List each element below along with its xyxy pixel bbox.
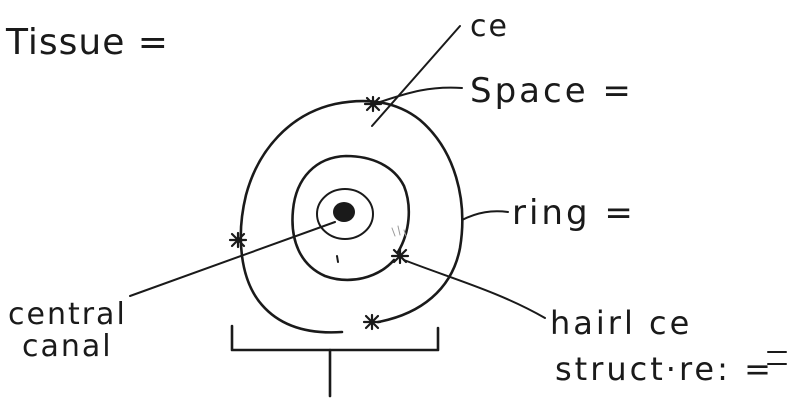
bracket (232, 326, 438, 350)
central-canal-dot (333, 202, 355, 222)
leader-ce (372, 26, 460, 126)
label-ce-top: ce (470, 9, 509, 44)
label-central: central (8, 297, 127, 332)
faint-scribble (392, 226, 406, 236)
label-structure: struct·re: = (555, 350, 774, 388)
label-tissue: Tissue = (5, 22, 169, 63)
center-tick (337, 256, 338, 262)
label-hair: hairl ce (550, 304, 692, 342)
label-ring: ring = (512, 193, 636, 233)
marker-bottom (364, 315, 380, 329)
leader-ring (462, 211, 508, 220)
leader-space (380, 88, 462, 102)
label-space: Space = (470, 71, 634, 111)
marker-left (230, 233, 246, 247)
leader-hair (404, 260, 545, 318)
label-canal: canal (22, 329, 113, 364)
marker-space (365, 97, 381, 111)
